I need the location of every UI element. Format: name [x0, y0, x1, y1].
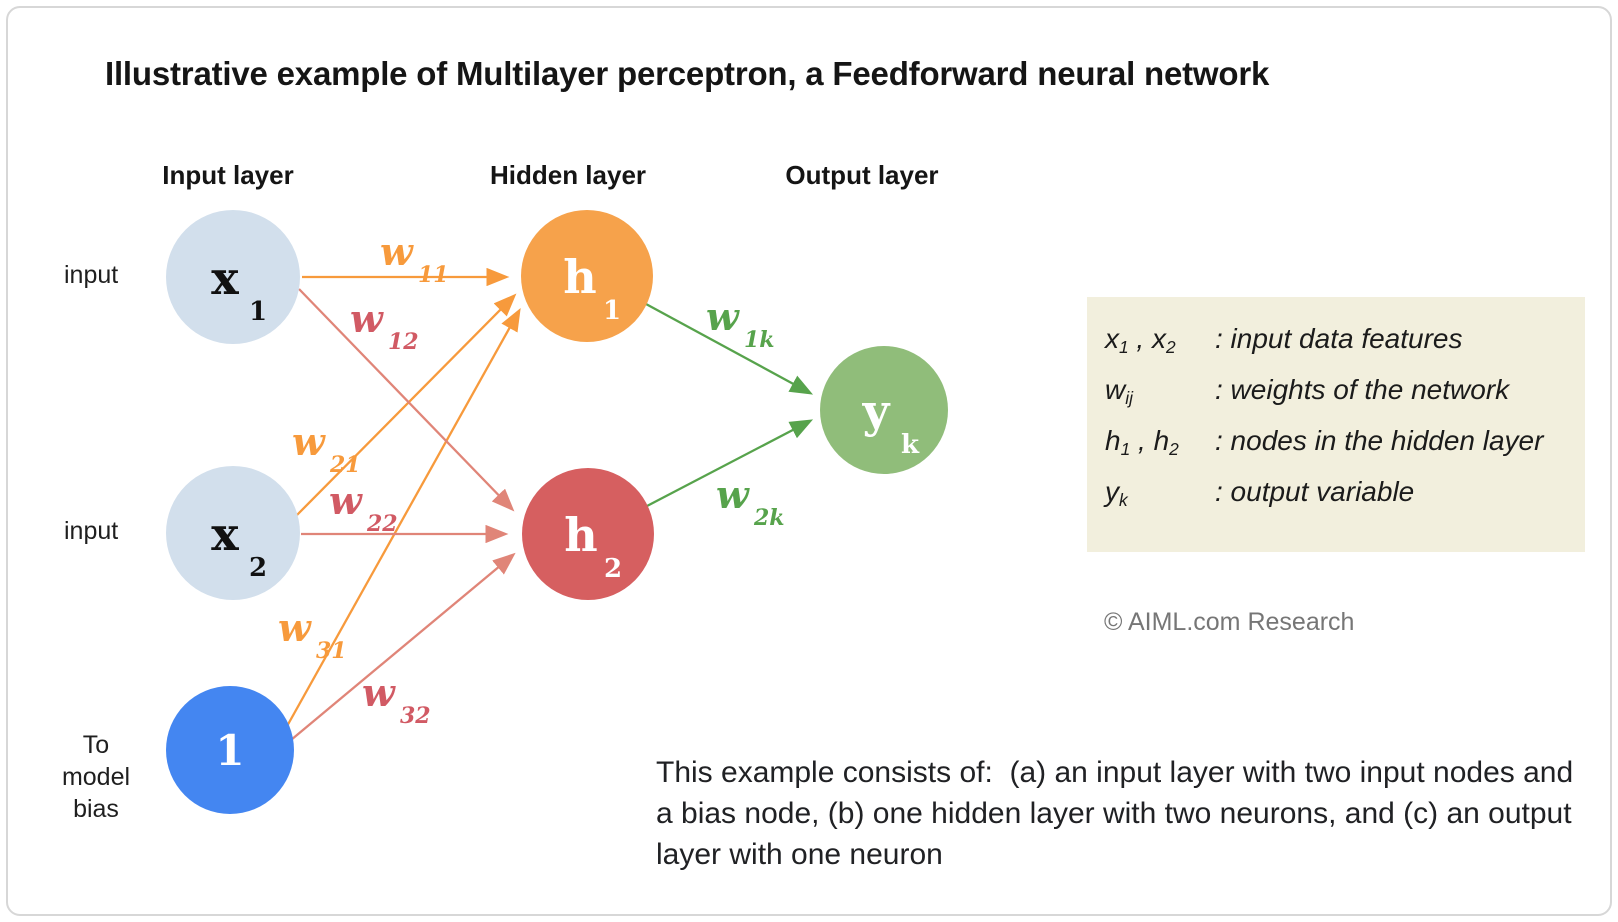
copyright-text: © AIML.com Research: [1104, 608, 1355, 636]
node-yk-circle: [820, 346, 948, 474]
description-line1: This example consists of: (a) an input l…: [656, 756, 1574, 789]
node-x2-sub: 2: [249, 553, 267, 583]
input-layer-header: Input layer: [162, 160, 294, 190]
node-h2-sub: 2: [604, 554, 622, 584]
bias-node-caption: To model bias: [36, 729, 156, 825]
weight-w32: w 32: [362, 670, 431, 729]
weight-w2k: w 2k: [716, 472, 785, 531]
weight-w12: w 12: [350, 296, 419, 355]
hidden-layer-header: Hidden layer: [489, 160, 647, 190]
legend-symbol-output: yk: [1105, 476, 1215, 511]
weight-w32-sub: 32: [400, 703, 431, 729]
legend-sym-sub2: 2: [1169, 439, 1179, 460]
weight-w21-main: w: [292, 419, 326, 464]
node-bias-label: 1: [215, 726, 244, 775]
node-h1-sub: 1: [603, 296, 621, 326]
output-layer-header: Output layer: [785, 160, 939, 190]
weight-w31-sub: 31: [316, 638, 347, 664]
bias-caption-line1: To: [82, 731, 110, 759]
legend-sym-main: h: [1105, 425, 1121, 456]
node-x1: x 1: [166, 210, 300, 344]
weight-w2k-sub: 2k: [753, 505, 785, 531]
bias-caption-line3: bias: [73, 795, 119, 823]
node-x2: x 2: [166, 466, 300, 600]
legend-sym-main2: , x: [1128, 323, 1166, 354]
arrow-bias-h2: [290, 552, 516, 741]
legend-def-output: : output variable: [1215, 476, 1415, 507]
node-h2-label: h: [564, 508, 597, 562]
weight-w21: w 21: [292, 419, 361, 478]
legend-line-inputs: x1 , x2 : input data features: [1105, 323, 1585, 374]
legend-def-inputs: : input data features: [1215, 323, 1463, 354]
node-yk: y k: [820, 346, 948, 474]
weight-w31-main: w: [278, 605, 312, 650]
node-bias-circle: [166, 686, 294, 814]
legend-sym-sub: ij: [1125, 388, 1133, 409]
weight-w22: w 22: [329, 478, 398, 537]
legend-line-weights: wij : weights of the network: [1105, 374, 1585, 425]
legend-sym-main2: , h: [1130, 425, 1170, 456]
weight-w22-main: w: [329, 478, 363, 523]
legend-box: x1 , x2 : input data features wij : weig…: [1087, 297, 1585, 552]
legend-sym-sub: 1: [1119, 337, 1129, 358]
weight-w32-main: w: [362, 670, 396, 715]
description-line3: layer with one neuron: [656, 838, 943, 871]
legend-sym-sub: k: [1119, 490, 1128, 511]
weight-w12-sub: 12: [388, 329, 419, 355]
legend-line-hidden: h1 , h2 : nodes in the hidden layer: [1105, 425, 1585, 476]
node-h1: h 1: [521, 210, 653, 342]
legend-def-hidden: : nodes in the hidden layer: [1215, 425, 1544, 456]
node-x2-label: x: [211, 507, 239, 561]
weight-w1k: w 1k: [706, 294, 775, 353]
node-h1-label: h: [563, 250, 596, 304]
weight-w21-sub: 21: [329, 452, 361, 478]
legend-symbol-inputs: x1 , x2: [1105, 323, 1215, 358]
node-bias: 1: [166, 686, 294, 814]
node-x1-sub: 1: [249, 297, 267, 327]
node-h2: h 2: [522, 468, 654, 600]
node-h2-circle: [522, 468, 654, 600]
legend-sym-main: x: [1105, 323, 1119, 354]
legend-sym-main: y: [1105, 476, 1119, 507]
description-text: This example consists of: (a) an input l…: [656, 752, 1573, 875]
node-x1-circle: [166, 210, 300, 344]
weight-w31: w 31: [278, 605, 347, 664]
legend-line-output: yk : output variable: [1105, 476, 1585, 527]
legend-def-weights: : weights of the network: [1215, 374, 1510, 405]
node-yk-sub: k: [901, 430, 920, 460]
page-title: Illustrative example of Multilayer perce…: [105, 55, 1270, 92]
node-x2-circle: [166, 466, 300, 600]
description-line2: a bias node, (b) one hidden layer with t…: [656, 797, 1572, 830]
legend-sym-sub2: 2: [1166, 337, 1176, 358]
node-x1-label: x: [211, 251, 239, 305]
weight-w22-sub: 22: [366, 511, 398, 537]
arrow-x2-h1: [296, 293, 517, 516]
input2-label: input: [64, 517, 119, 545]
bias-caption-line2: model: [61, 763, 131, 791]
weight-w2k-main: w: [716, 472, 750, 517]
node-h1-circle: [521, 210, 653, 342]
arrow-bias-h1: [284, 307, 521, 729]
weight-w11-sub: 11: [418, 262, 449, 288]
weight-w1k-main: w: [706, 294, 740, 339]
legend-sym-sub: 1: [1120, 439, 1131, 460]
input1-label: input: [64, 261, 119, 289]
weight-w12-main: w: [350, 296, 384, 341]
arrow-x1-h2: [298, 288, 515, 512]
node-yk-label: y: [862, 384, 891, 438]
legend-symbol-hidden: h1 , h2: [1105, 425, 1215, 460]
weight-w1k-sub: 1k: [744, 327, 775, 353]
weight-w11-main: w: [380, 229, 414, 274]
legend-sym-main: w: [1105, 374, 1126, 405]
legend-symbol-weights: wij: [1105, 374, 1215, 409]
arrow-h2-yk: [646, 419, 814, 508]
arrow-h1-yk: [645, 302, 814, 395]
weight-w11: w 11: [380, 229, 449, 288]
